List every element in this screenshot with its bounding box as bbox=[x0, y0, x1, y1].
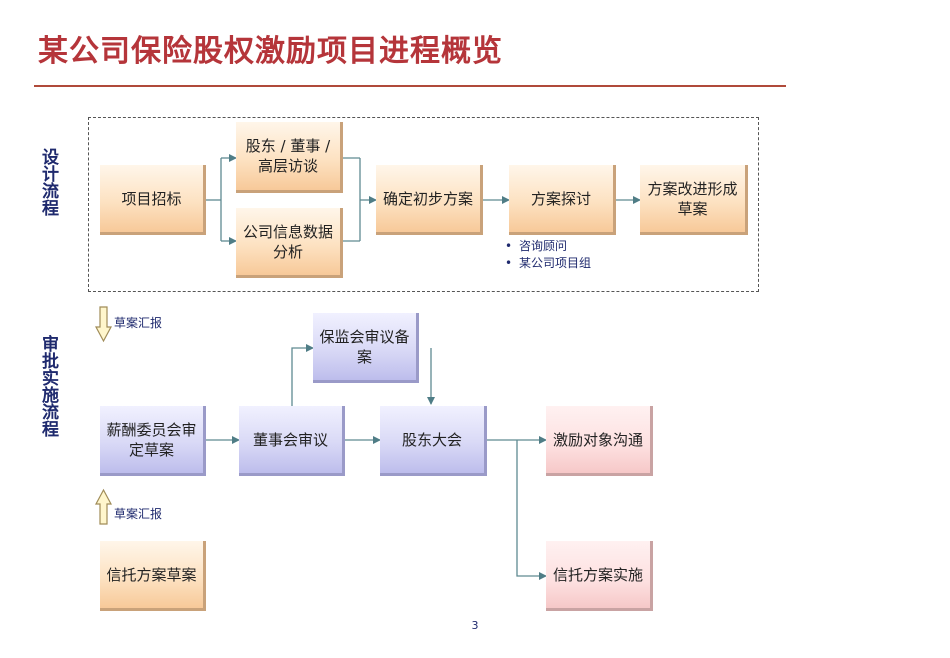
plan-revision-box: 方案改进形成草案 bbox=[640, 165, 748, 235]
initial-plan-box: 确定初步方案 bbox=[376, 165, 483, 235]
incentive-communication-box: 激励对象沟通 bbox=[546, 406, 653, 476]
list-item: •咨询顾问 bbox=[505, 239, 568, 253]
trust-plan-draft-box: 信托方案草案 bbox=[100, 541, 206, 611]
draft-report-label-top: 草案汇报 bbox=[114, 316, 163, 330]
interview-box: 股东 / 董事 / 高层访谈 bbox=[236, 122, 343, 193]
board-review-box: 董事会审议 bbox=[239, 406, 345, 476]
design-section-label: 设计流程 bbox=[38, 148, 58, 216]
draft-report-down-arrow bbox=[94, 306, 113, 343]
discussion-parties-list: •咨询顾问 •某公司项目组 bbox=[505, 237, 591, 271]
connector-to-trust-implementation bbox=[516, 440, 547, 580]
approval-section-label: 审批实施流程 bbox=[38, 335, 58, 437]
page-title: 某公司保险股权激励项目进程概览 bbox=[38, 34, 503, 69]
trust-plan-implementation-box: 信托方案实施 bbox=[546, 541, 653, 611]
design-process-frame bbox=[88, 117, 759, 292]
committee-review-box: 薪酬委员会审定草案 bbox=[100, 406, 206, 476]
data-analysis-box: 公司信息数据分析 bbox=[236, 208, 343, 278]
plan-discussion-box: 方案探讨 bbox=[509, 165, 616, 235]
project-bidding-box: 项目招标 bbox=[100, 165, 206, 235]
draft-report-up-arrow bbox=[94, 488, 113, 525]
regulator-filing-box: 保监会审议备案 bbox=[313, 313, 419, 383]
draft-report-label-bottom: 草案汇报 bbox=[114, 507, 163, 521]
page-number: 3 bbox=[471, 619, 479, 632]
list-item: •某公司项目组 bbox=[505, 256, 592, 270]
title-divider bbox=[34, 85, 786, 87]
connector-board-to-regulator bbox=[291, 344, 314, 406]
shareholders-meeting-box: 股东大会 bbox=[380, 406, 487, 476]
